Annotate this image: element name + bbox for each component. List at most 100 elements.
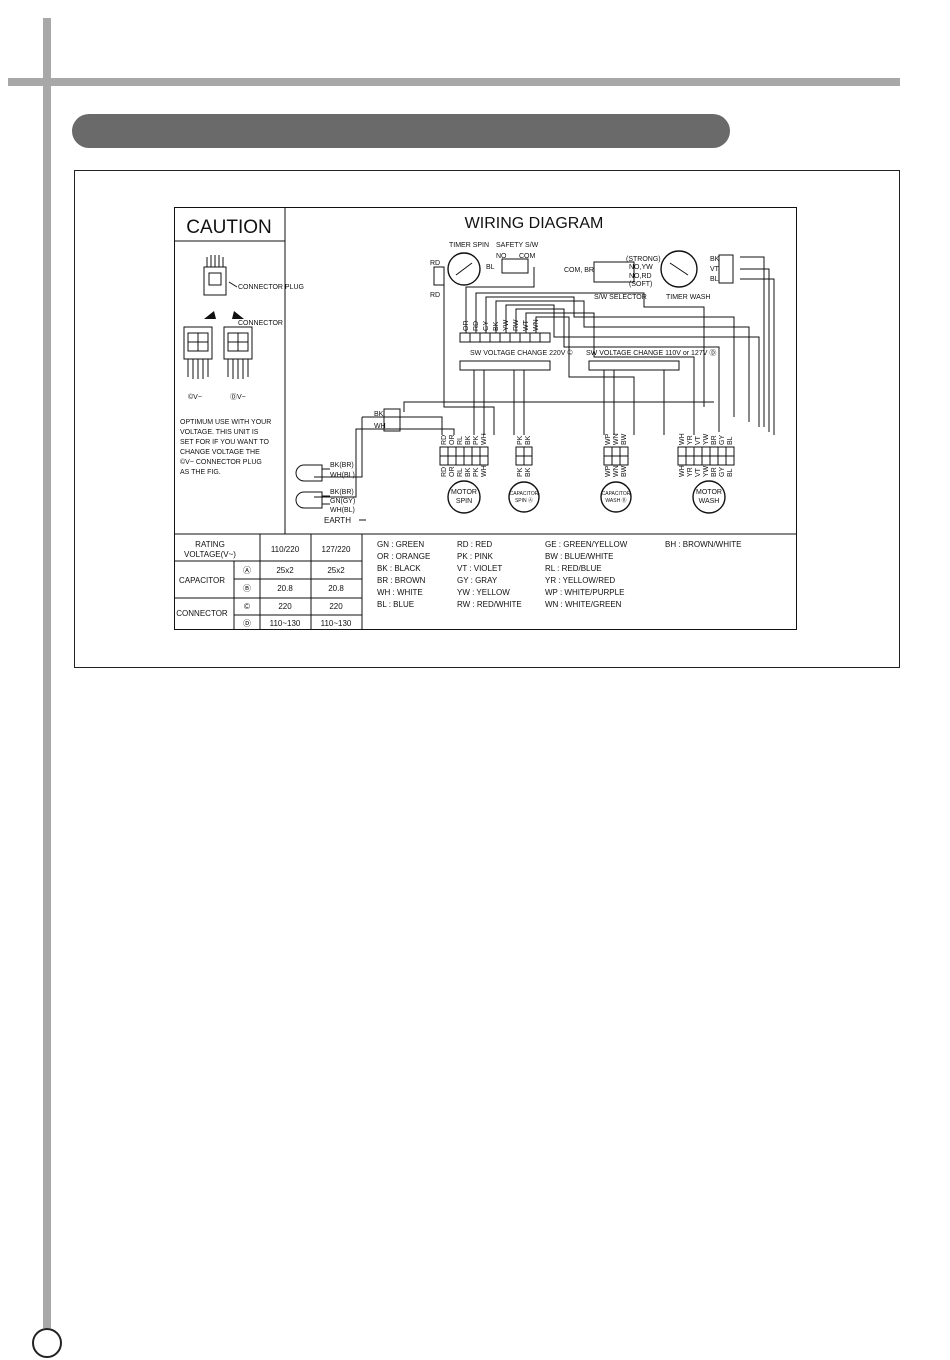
row-a-v1: 25x2 [276,566,294,575]
legend-entry: GY : GRAY [457,576,498,585]
cap-wash-label-2: WASH Ⓑ [605,497,626,504]
connector-d-label: ⒹV~ [230,393,246,401]
terminal-wire-label: YR [687,467,694,477]
legend-entry: PK : PINK [457,552,494,561]
safety-sw-label: SAFETY S/W [496,242,539,249]
row-a-sub: Ⓐ [243,566,251,575]
vt-label-tr: VT [710,266,720,273]
no-yw-label: NO,YW [629,264,653,271]
terminal-wire-label: BL [727,436,734,445]
page-number-circle [32,1328,62,1358]
legend-entry: RD : RED [457,540,492,549]
wiring-diagram-sheet: .ln { stroke:#111; stroke-width:1; fill:… [174,207,797,630]
connector-label: CONNECTOR [238,320,283,327]
legend-entry: GE : GREEN/YELLOW [545,540,628,549]
terminal-wire-label: YW [703,433,710,445]
rating-col-110: 110/220 [271,545,300,554]
no-rd-label: NO,RD [629,273,652,280]
plug-bk-label: BK(BR) [330,462,354,469]
motor-wash-circle [692,480,726,514]
terminal-wire-label: OR [449,435,456,446]
capacitor-spin-circle [508,481,540,513]
motor-spin-circle [447,480,481,514]
legend-entry: WN : WHITE/GREEN [545,600,622,609]
sw-selector-box [593,261,635,283]
terminal-wire-label: YR [687,435,694,445]
timer-wash-label: TIMER WASH [666,294,710,301]
terminal-wire-label: BR [711,435,718,445]
rating-header: RATING [195,540,225,549]
sw-110-block [588,360,680,371]
terminal-wire-label: BL [727,468,734,477]
diagram-title: WIRING DIAGRAM [465,215,604,232]
safety-switch-box [501,258,529,274]
row-b-v2: 20.8 [328,584,344,593]
terminal-wire-label: RL [457,468,464,477]
terminal-wire-label: BK [525,467,532,477]
plug-label: CONNECTOR PLUG [238,284,304,291]
sw-110-label: SW VOLTAGE CHANGE 110V or 127V Ⓓ [586,349,716,357]
motor-spin-label-2: SPIN [456,498,472,505]
legend-entry: WP : WHITE/PURPLE [545,588,624,597]
wire-bus [314,256,775,498]
legend-entry: YW : YELLOW [457,588,510,597]
legend-entry: BK : BLACK [377,564,421,573]
terminal-wire-label: WH [679,433,686,445]
wh-label-left: WH [374,423,386,430]
legend-entry: BL : BLUE [377,600,414,609]
terminal-wire-label: OR [449,467,456,478]
terminal-wire-label: PK [473,435,480,445]
power-plug-icon [295,464,330,509]
legend-entry: OR : ORANGE [377,552,430,561]
row-b-v1: 20.8 [277,584,293,593]
bk-label-left: BK [374,411,384,418]
section-title-bar [72,114,730,148]
caution-note: OPTIMUM USE WITH YOUR VOLTAGE. THIS UNIT… [180,419,271,476]
terminal-wire-label: GY [719,435,726,445]
plug-wh-label-2: WH(BL) [330,507,355,514]
row-d-v2: 110~130 [321,619,352,628]
terminal-wire-label: VT [695,435,702,445]
terminal-wire-label: YW [703,465,710,477]
terminal-wire-label: RD [441,467,448,477]
svg-text:VOLTAGE. THIS UNIT IS: VOLTAGE. THIS UNIT IS [180,429,259,436]
no-label: NO [496,253,507,260]
svg-text:AS THE FIG.: AS THE FIG. [180,469,221,476]
sw-selector-label: S/W SELECTOR [594,294,647,301]
power-connector-top [718,254,734,284]
strong-label: (STRONG) [626,256,661,263]
connector-plug-illustration [203,255,238,296]
svg-text:OPTIMUM USE WITH YOUR: OPTIMUM USE WITH YOUR [180,419,271,426]
rating-header-2: VOLTAGE(V~) [184,550,236,559]
terminal-wire-label: PK [517,435,524,445]
plug-wh-label: WH(BL) [330,472,355,479]
row-a-v2: 25x2 [327,566,345,575]
legend-entry: VT : VIOLET [457,564,502,573]
terminal-wire-label: WH [679,465,686,477]
terminal-wire-label: WN [613,433,620,445]
motor-spin-label: MOTOR [451,489,477,496]
legend-entry: BH : BROWN/WHITE [665,540,741,549]
rd-label-bottom: RD [430,292,440,299]
connector-c-illustration [183,326,213,379]
rating-col-127: 127/220 [322,545,351,554]
cap-spin-label: CAPACITOR [510,491,539,497]
legend-entry: WH : WHITE [377,588,423,597]
bk-label-tr: BK [710,256,720,263]
row-d-sub: Ⓓ [243,619,251,628]
sw-220-label: SW VOLTAGE CHANGE 220V © [470,349,573,357]
terminal-wire-label: RL [457,436,464,445]
terminal-wire-label: WH [481,433,488,445]
motor-wash-label: MOTOR [696,489,722,496]
terminal-wire-label: WN [613,465,620,477]
row-c-v2: 220 [329,602,343,611]
row-c-sub: © [244,602,250,611]
terminal-wire-label: GY [719,467,726,477]
terminal-wire-label: PK [517,467,524,477]
terminal-wire-label: WP [605,433,612,445]
arrow-left-icon [204,311,216,319]
svg-text:SET FOR IF YOU WANT TO: SET FOR IF YOU WANT TO [180,439,269,446]
